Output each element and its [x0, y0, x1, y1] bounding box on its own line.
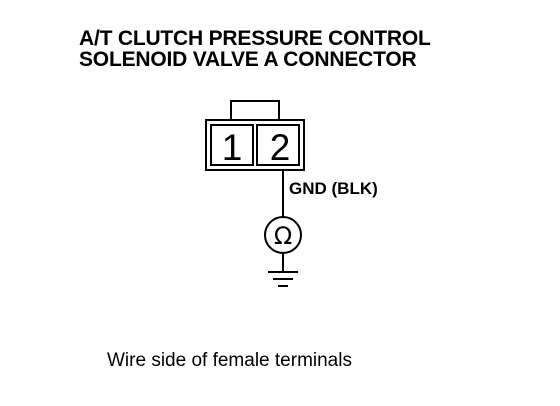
ohm-symbol: Ω: [274, 222, 292, 250]
ohmmeter-icon: Ω: [264, 216, 302, 254]
connector-housing: [205, 119, 305, 171]
connector-pin-2-label: 2: [270, 127, 291, 168]
connector-pin-cell-1: [210, 124, 254, 166]
diagram-title-line-2: SOLENOID VALVE A CONNECTOR: [79, 48, 417, 71]
diagram-caption: Wire side of female terminals: [107, 350, 352, 371]
wire-label-gnd-blk: GND (BLK): [289, 179, 378, 198]
ground-icon: [268, 271, 298, 287]
diagram-title-line-1: A/T CLUTCH PRESSURE CONTROL: [79, 27, 431, 50]
connector: [205, 100, 305, 171]
connector-pin-cell-2: [256, 124, 300, 166]
connector-pin-1-label: 1: [222, 127, 243, 168]
connector-lock-tab: [230, 100, 280, 121]
